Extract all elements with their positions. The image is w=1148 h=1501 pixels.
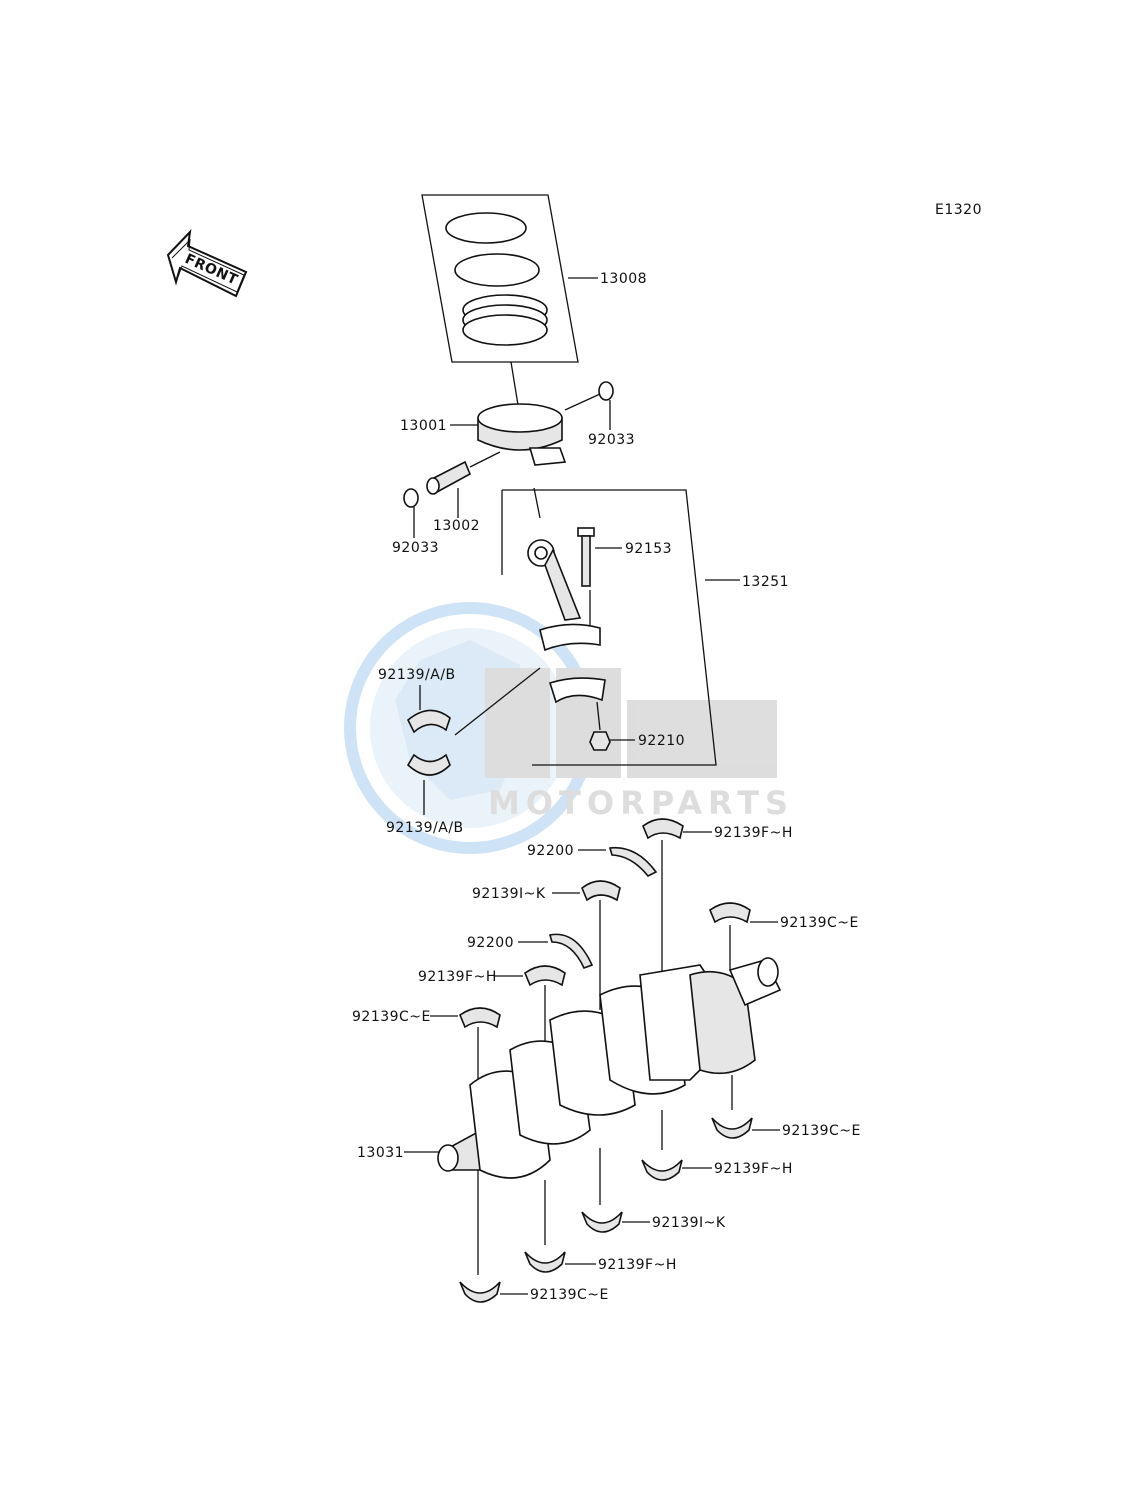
main-bearing-lower-ik-2 xyxy=(581,1211,623,1233)
piston-pin xyxy=(426,451,501,495)
callout-92139ce-3: 92139C~E xyxy=(782,1123,861,1139)
main-bearing-lower-ce-4 xyxy=(459,1281,501,1303)
callout-92210: 92210 xyxy=(638,733,685,749)
callout-92139ab-lower: 92139/A/B xyxy=(386,820,464,836)
callout-13008: 13008 xyxy=(600,271,647,287)
thrust-washer-2 xyxy=(548,933,594,970)
conrod-assembly-box xyxy=(502,489,717,766)
crankshaft xyxy=(437,957,782,1179)
callout-92139fh-3: 92139F~H xyxy=(714,1161,793,1177)
conrod-bearing-upper xyxy=(406,709,451,734)
main-bearing-upper-fh-2 xyxy=(524,965,566,987)
main-bearing-upper-ik-1 xyxy=(581,880,621,902)
callout-92139ce-1: 92139C~E xyxy=(780,915,859,931)
main-bearing-lower-fh-3 xyxy=(641,1159,683,1181)
main-bearing-upper-ce-1 xyxy=(709,902,751,924)
callout-92139ce-4: 92139C~E xyxy=(530,1287,609,1303)
piston-ring-set xyxy=(421,194,579,363)
front-arrow-icon: FRONT xyxy=(166,229,248,298)
piston xyxy=(477,403,567,466)
circlip-right xyxy=(598,381,614,401)
callout-92139fh-4: 92139F~H xyxy=(598,1257,677,1273)
connecting-rod xyxy=(527,539,601,652)
callout-92139fh-1: 92139F~H xyxy=(714,825,793,841)
conrod-cap xyxy=(548,677,606,704)
callout-92033-a: 92033 xyxy=(588,432,635,448)
main-bearing-lower-ce-3 xyxy=(711,1117,753,1139)
callout-92139fh-2: 92139F~H xyxy=(418,969,497,985)
callout-13031: 13031 xyxy=(357,1145,404,1161)
conrod-bolt xyxy=(577,527,595,587)
callout-92153: 92153 xyxy=(625,541,672,557)
main-bearing-upper-ce-2 xyxy=(459,1007,501,1029)
callout-92139ce-2: 92139C~E xyxy=(352,1009,431,1025)
callout-13001: 13001 xyxy=(400,418,447,434)
callout-92033-b: 92033 xyxy=(392,540,439,556)
circlip-left xyxy=(403,488,419,508)
conrod-bearing-lower xyxy=(406,753,451,776)
watermark-sub: MOTORPARTS xyxy=(488,784,794,822)
callout-92139ab-upper: 92139/A/B xyxy=(378,667,456,683)
callout-92200-a: 92200 xyxy=(527,843,574,859)
main-bearing-upper-fh-1 xyxy=(642,818,684,840)
callout-92139ik-1: 92139I~K xyxy=(472,886,546,902)
callout-13002: 13002 xyxy=(433,518,480,534)
thrust-washer-1 xyxy=(608,846,658,878)
diagram-code: E1320 xyxy=(935,202,982,218)
callout-92200-b: 92200 xyxy=(467,935,514,951)
callout-13251: 13251 xyxy=(742,574,789,590)
conrod-nut xyxy=(589,731,611,751)
main-bearing-lower-fh-4 xyxy=(524,1251,566,1273)
callout-92139ik-2: 92139I~K xyxy=(652,1215,726,1231)
